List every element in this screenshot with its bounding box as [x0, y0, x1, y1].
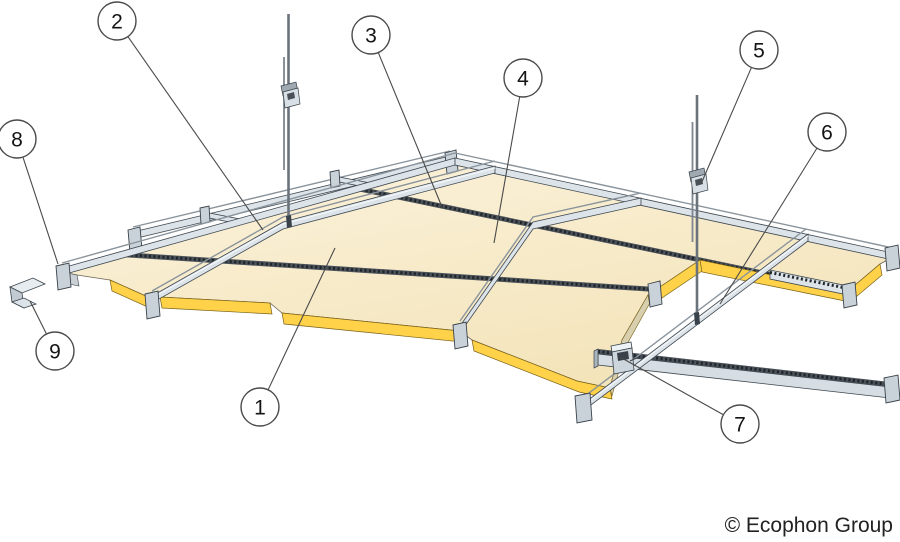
callout-circle	[240, 387, 280, 427]
callout-number: 7	[734, 414, 746, 437]
callout-1: 1	[240, 247, 336, 427]
grid-connector-clip	[610, 341, 640, 375]
callout-3: 3	[351, 15, 443, 208]
callout-8: 8	[0, 119, 59, 265]
leader-line	[127, 36, 264, 231]
callout-number: 3	[365, 25, 377, 48]
callout-5: 5	[700, 30, 779, 185]
leader-line	[267, 247, 336, 391]
callout-number: 5	[753, 40, 765, 63]
leader-line	[619, 356, 724, 416]
callout-circle	[97, 1, 137, 41]
adjustment-clip	[280, 81, 301, 109]
callout-9: 9	[29, 300, 75, 371]
callout-circle	[351, 15, 391, 55]
leader-line	[719, 147, 818, 305]
callout-6: 6	[719, 112, 847, 305]
leader-line	[700, 67, 752, 185]
callout-number: 6	[821, 122, 833, 145]
hanger-rod-2	[688, 95, 709, 325]
wall-trim-piece	[9, 277, 46, 309]
runner-end-cap-front	[574, 392, 593, 424]
callout-circle	[739, 30, 779, 70]
callout-number: 8	[11, 129, 23, 152]
leader-line	[493, 96, 521, 244]
callout-circle	[0, 119, 37, 159]
hanger-rod-1	[280, 14, 301, 228]
copyright-text: © Ecophon Group	[725, 514, 893, 537]
callout-number: 9	[49, 341, 61, 364]
callout-number: 1	[254, 397, 266, 420]
callout-7: 7	[619, 356, 760, 444]
callout-circle	[503, 58, 543, 98]
main-runners	[61, 152, 894, 335]
joint-strip-hatch	[121, 253, 656, 291]
runner-end-caps	[55, 244, 900, 350]
callout-circle	[720, 404, 760, 444]
callout-number: 2	[111, 11, 123, 34]
runner-end-cap-left-corner	[55, 262, 72, 291]
leader-line	[29, 300, 47, 335]
callout-number: 4	[517, 68, 529, 91]
leader-line	[22, 156, 59, 265]
callout-4: 4	[493, 58, 543, 244]
callout-circle	[807, 112, 847, 152]
callout-2: 2	[97, 1, 264, 231]
leader-line	[377, 52, 443, 208]
detached-cross-tee	[593, 348, 900, 404]
callout-circle	[35, 331, 75, 371]
callout-layer: 1 2 3 4 5 6 7 8 9	[0, 1, 847, 444]
